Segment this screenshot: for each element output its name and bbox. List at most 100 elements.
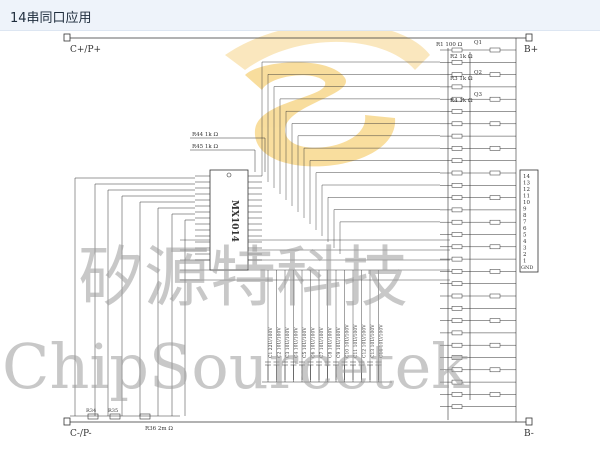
terminal-b-plus: B+ bbox=[524, 45, 538, 55]
cell-connector bbox=[519, 169, 539, 273]
connector-pin-labels: 14 13 12 11 10 9 8 7 6 5 4 3 2 1 GND bbox=[521, 174, 533, 271]
ladder-resistor bbox=[451, 318, 463, 323]
capacitor-label: C10 10U/100V bbox=[345, 324, 351, 358]
ladder-resistor bbox=[489, 392, 501, 397]
resistor-r44-label: R44 1k Ω bbox=[192, 132, 218, 138]
transistor-q2-label: Q2 bbox=[474, 70, 482, 76]
r44-r45-wires bbox=[190, 137, 266, 172]
resistor-r45-label: R45 1k Ω bbox=[192, 144, 218, 150]
ladder-resistor bbox=[451, 47, 463, 53]
ladder-resistor bbox=[489, 195, 501, 200]
connector-pin-label: 9 bbox=[523, 207, 527, 213]
resistor-r1-label: R1 100 Ω bbox=[436, 42, 463, 48]
page-title: 14串同口应用 bbox=[10, 11, 92, 26]
ladder-resistor bbox=[489, 269, 501, 274]
terminal-c-minus: C-/P- bbox=[70, 429, 92, 439]
ladder-resistor bbox=[451, 293, 463, 299]
ladder-resistor bbox=[489, 170, 501, 176]
ladder-resistor bbox=[489, 121, 501, 127]
ic-chip: MX1014 bbox=[209, 169, 249, 271]
capacitor-label: C4 10U/100V bbox=[294, 327, 300, 358]
capacitor-bank bbox=[262, 361, 392, 383]
capacitor-label: C13 10U/100V bbox=[370, 324, 376, 358]
ladder-resistor bbox=[451, 60, 463, 65]
schematic-svg: C+/P+ B+ C-/P- B- 14 13 12 11 10 9 8 7 6… bbox=[2, 31, 539, 439]
ladder-resistor bbox=[451, 232, 463, 237]
ladder-resistor bbox=[489, 244, 501, 250]
ladder-resistor bbox=[489, 72, 501, 77]
ladder-resistor bbox=[451, 244, 463, 250]
capacitor-label: C9 10U/100V bbox=[336, 327, 342, 358]
capacitor-label: C11 10U/100V bbox=[353, 324, 359, 358]
capacitor-label: C3 10U/100V bbox=[285, 327, 291, 358]
watermark-logo bbox=[225, 31, 430, 167]
ladder-resistor bbox=[451, 170, 463, 176]
ladder-resistor bbox=[451, 404, 463, 409]
page-header: 14串同口应用 bbox=[0, 0, 600, 31]
ladder-resistor bbox=[451, 133, 463, 139]
resistor-r3-label: R3 1k Ω bbox=[450, 76, 473, 82]
connector-pin-label: 5 bbox=[523, 233, 527, 239]
schematic-canvas: C+/P+ B+ C-/P- B- 14 13 12 11 10 9 8 7 6… bbox=[0, 31, 600, 450]
capacitor-label: C7 10U/100V bbox=[319, 327, 325, 358]
capacitor-label: C14 10U/100V bbox=[379, 324, 385, 358]
rails bbox=[63, 33, 533, 426]
capacitor-label: C2 10U/100V bbox=[277, 327, 283, 358]
capacitor-labels: C1 22U/100V C2 10U/100V C3 10U/100V C4 1… bbox=[268, 324, 385, 358]
terminal-b-minus: B- bbox=[524, 429, 534, 439]
ladder-resistor bbox=[451, 72, 463, 77]
ladder-resistor bbox=[451, 146, 463, 151]
resistor-r2-label: R2 1k Ω bbox=[450, 54, 473, 60]
ladder-resistor bbox=[451, 342, 463, 348]
connector-pin-label: 12 bbox=[523, 187, 530, 193]
chip-name: MX1014 bbox=[229, 200, 239, 242]
connector-pin-label: 2 bbox=[523, 252, 527, 258]
ladder-resistor bbox=[451, 306, 463, 311]
connector-pin-label: 3 bbox=[523, 246, 527, 252]
chip-pins bbox=[195, 175, 262, 261]
bottom-resistors bbox=[70, 413, 180, 420]
ladder-resistor bbox=[489, 342, 501, 348]
connector-pin-label: 8 bbox=[523, 213, 527, 219]
capacitor-label: C1 22U/100V bbox=[268, 327, 274, 358]
ladder-resistor bbox=[451, 84, 463, 90]
ladder-resistor bbox=[489, 318, 501, 323]
connector-pin-label: 1 bbox=[523, 259, 527, 265]
connector-pin-label: 14 bbox=[523, 174, 530, 180]
ladder-resistor bbox=[489, 367, 501, 373]
ladder-resistor bbox=[451, 281, 463, 286]
ladder-resistor bbox=[451, 355, 463, 360]
ladder-resistor bbox=[451, 330, 463, 336]
capacitor-label: C8 10U/100V bbox=[328, 327, 334, 358]
ladder-resistor bbox=[451, 367, 463, 373]
ladder-resistor bbox=[451, 109, 463, 114]
ladder-resistor bbox=[451, 96, 463, 102]
ladder-resistor bbox=[451, 392, 463, 397]
resistor-r35-label: R35 bbox=[108, 408, 118, 414]
connector-pin-label: 4 bbox=[523, 239, 527, 245]
ladder-resistor bbox=[451, 183, 463, 188]
ladder-rungs bbox=[440, 47, 516, 409]
watermark-en: ChipSourcetek bbox=[2, 330, 469, 403]
capacitor-label: C12 10U/100V bbox=[362, 324, 368, 358]
watermark-cn: 矽源特科技 bbox=[78, 239, 408, 316]
ladder-resistor bbox=[451, 269, 463, 274]
resistor-r36-label: R36 2m Ω bbox=[145, 426, 173, 432]
resistor-r4-label: R4 1k Ω bbox=[450, 98, 473, 104]
ladder-resistor bbox=[489, 146, 501, 151]
ladder-resistor bbox=[451, 219, 463, 225]
capacitor-label: C5 10U/100V bbox=[302, 327, 308, 358]
transistor-q3-label: Q3 bbox=[474, 92, 483, 98]
ladder-resistor bbox=[451, 195, 463, 200]
ladder-resistor bbox=[451, 207, 463, 213]
ladder-resistor bbox=[489, 293, 501, 299]
connector-pin-label: 13 bbox=[523, 181, 530, 187]
ladder-resistor bbox=[451, 121, 463, 127]
connector-pin-label: 10 bbox=[523, 200, 530, 206]
ladder-resistor bbox=[489, 47, 501, 53]
left-bus-wires bbox=[74, 177, 195, 416]
ladder-resistor bbox=[451, 158, 463, 163]
connector-pin-label: 6 bbox=[523, 226, 527, 232]
capacitor-label: C6 10U/100V bbox=[311, 327, 317, 358]
resistor-r34-label: R34 bbox=[86, 408, 96, 414]
